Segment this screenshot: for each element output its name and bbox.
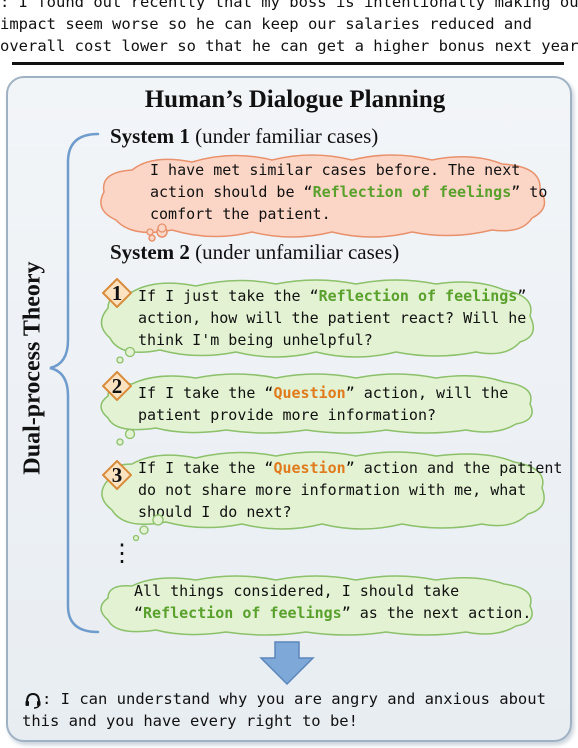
system1-heading: System 1 (under familiar cases)	[110, 124, 378, 149]
system1-thought-bubbles	[146, 223, 167, 236]
system2-heading: System 2 (under unfamiliar cases)	[110, 240, 399, 265]
step3-line-2: do not share more information with me, w…	[138, 481, 527, 499]
supporter-response: : I can understand why you are angry and…	[22, 688, 546, 732]
step3-line-3: should I do next?	[138, 503, 292, 521]
step2-thought-bubbles	[116, 428, 136, 446]
step3-text: If I take the “Question” action and the …	[138, 459, 563, 521]
vertical-ellipsis: ⋮	[110, 541, 134, 567]
strategy-question: Question	[273, 459, 346, 477]
seeker-line-2: impact seem worse so he can keep our sal…	[0, 15, 532, 33]
step1-thought-bubbles	[116, 346, 136, 364]
step3-badge: 3	[101, 459, 133, 491]
step2-text: If I take the “Question” action, will th…	[138, 384, 509, 424]
headset-icon	[25, 692, 41, 709]
system2-qualifier: (under unfamiliar cases)	[195, 240, 400, 264]
step2-thought-cloud	[100, 373, 533, 434]
step1-number: 1	[111, 281, 123, 305]
curly-brace	[49, 132, 100, 634]
step2-badge: 2	[101, 370, 133, 402]
step1-text: If I just take the “Reflection of feelin…	[138, 287, 527, 349]
diamond-icon	[101, 459, 133, 491]
response-line-1: : I can understand why you are angry and…	[42, 690, 546, 708]
conclusion-thought-cloud	[100, 575, 533, 636]
strategy-reflection-of-feelings: Reflection of feelings	[312, 183, 512, 201]
step3-number: 3	[111, 463, 123, 487]
step1-line-3: think I'm being unhelpful?	[138, 331, 373, 349]
down-arrow-icon	[259, 641, 315, 686]
seeker-line-3: overall cost lower so that he can get a …	[0, 37, 578, 55]
step3-thought-cloud	[101, 451, 545, 530]
step1-thought-cloud	[100, 279, 535, 358]
conclusion-line-1: All things considered, I should take	[134, 582, 460, 600]
panel-title: Human’s Dialogue Planning	[144, 86, 446, 113]
diamond-icon	[101, 277, 133, 309]
diamond-icon	[101, 370, 133, 402]
strategy-reflection-of-feelings: Reflection of feelings	[143, 604, 342, 622]
system1-line-1: I have met similar cases before. The nex…	[150, 161, 521, 179]
system1-thought-text: I have met similar cases before. The nex…	[150, 161, 548, 223]
strategy-question: Question	[273, 384, 346, 402]
system1-name: System 1	[110, 124, 190, 148]
system2-name: System 2	[110, 240, 190, 264]
dual-process-label: Dual-process Theory	[19, 261, 46, 475]
step3-thought-bubbles	[132, 514, 164, 542]
step2-line-2: patient provide more information?	[138, 406, 437, 424]
system1-line-3: comfort the patient.	[150, 205, 331, 223]
conclusion-text: All things considered, I should take “Re…	[134, 582, 532, 622]
seeker-utterance: : I found out recently that my boss is i…	[0, 0, 578, 57]
step1-line-2: action, how will the patient react? Will…	[138, 309, 527, 327]
system1-qualifier: (under familiar cases)	[195, 124, 379, 148]
step1-badge: 1	[101, 277, 133, 309]
seeker-line-1: : I found out recently that my boss is i…	[0, 0, 578, 11]
divider	[12, 62, 564, 65]
response-line-2: this and you have every right to be!	[22, 712, 358, 730]
step2-number: 2	[111, 374, 123, 398]
strategy-reflection-of-feelings: Reflection of feelings	[318, 287, 518, 305]
